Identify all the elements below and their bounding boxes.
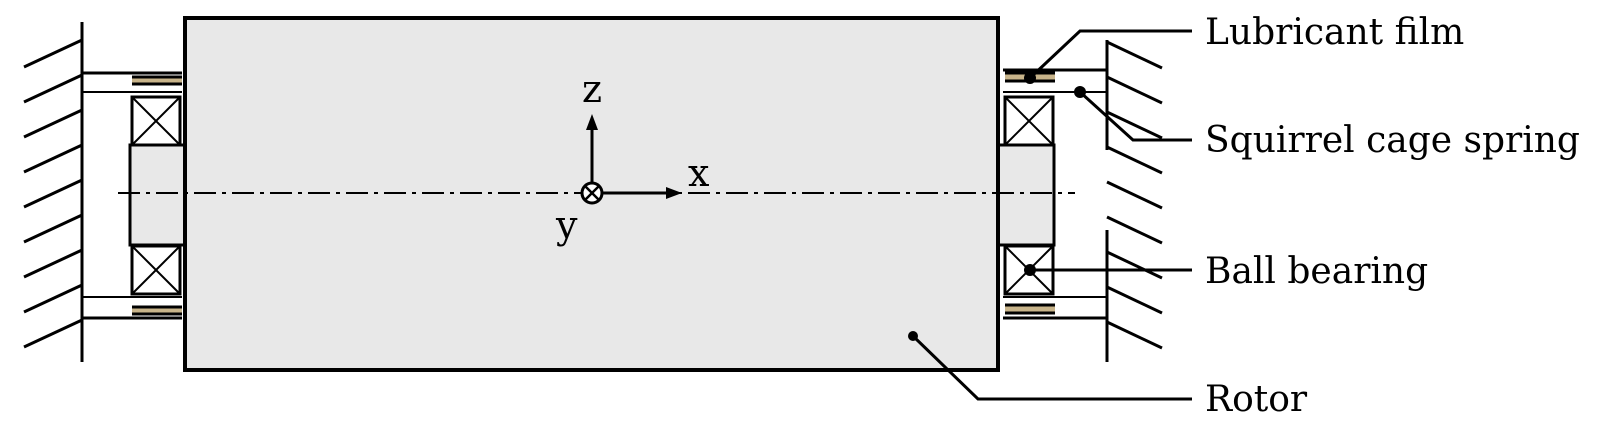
label-ball-bearing: Ball bearing [1205,251,1428,292]
callout-dots [908,72,1086,341]
coordinate-system [580,114,682,205]
callout-leaders [911,29,1192,401]
label-rotor: Rotor [1205,379,1308,420]
left-housing [23,22,84,362]
label-squirrel-cage-spring: Squirrel cage spring [1205,120,1580,161]
left-bearing-assembly [82,71,187,320]
axis-label-z: z [582,67,602,111]
right-bearing-assembly [996,68,1107,320]
label-lubricant-film: Lubricant film [1205,12,1464,53]
right-housing [1105,40,1163,362]
axis-label-y: y [555,203,578,247]
axis-label-x: x [688,151,709,195]
